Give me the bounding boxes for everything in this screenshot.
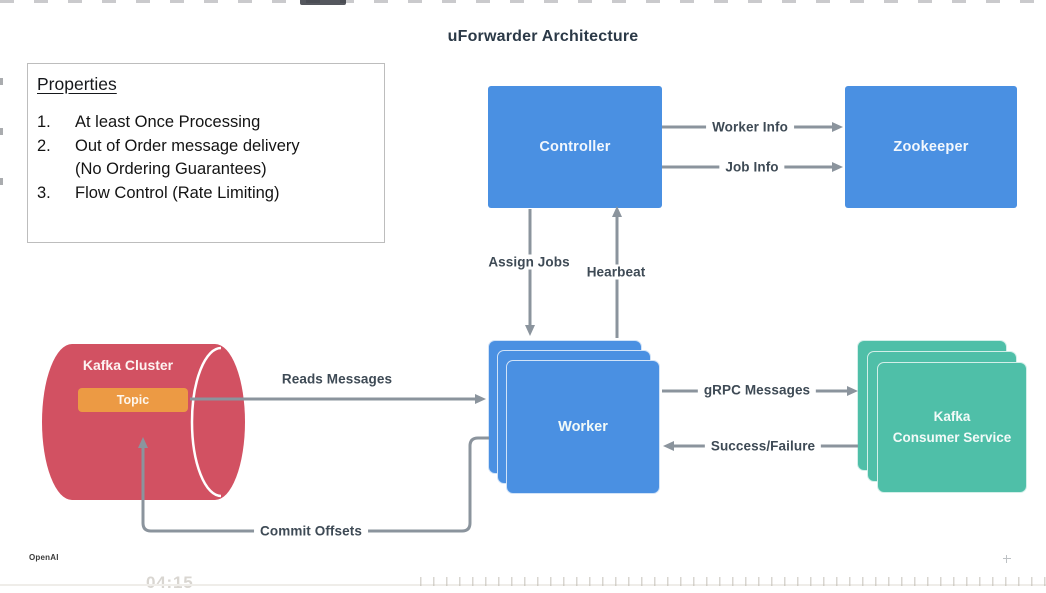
- top-edge-dark-mark: [300, 0, 346, 5]
- list-item-text: Flow Control (Rate Limiting): [75, 183, 280, 202]
- worker-node-stack: Worker: [488, 340, 662, 496]
- kafka-consumer-service-label: Kafka Consumer Service: [892, 408, 1012, 445]
- kcs-card-front: Kafka Consumer Service: [877, 362, 1027, 493]
- edge-label-worker-info: Worker Info: [706, 119, 794, 135]
- properties-heading: Properties: [37, 74, 117, 94]
- edge-label-reads-messages: Reads Messages: [275, 371, 399, 387]
- edge-label-commit-offsets: Commit Offsets: [254, 523, 368, 539]
- zookeeper-label: Zookeeper: [893, 139, 969, 155]
- edge-label-assign-jobs: Assign Jobs: [482, 254, 576, 270]
- cursor-artifact: [1003, 555, 1011, 563]
- list-item-number: 1.: [37, 113, 51, 131]
- topic-label: Topic: [116, 393, 150, 407]
- left-edge-tick: [0, 128, 3, 135]
- list-item-text: At least Once Processing: [75, 113, 261, 131]
- properties-list-item: 2. Out of Order message delivery (No Ord…: [37, 135, 374, 182]
- edge-label-grpc-messages: gRPC Messages: [697, 382, 817, 398]
- properties-list-item: 3. Flow Control (Rate Limiting): [37, 182, 374, 206]
- edge-label-success-failure: Success/Failure: [704, 438, 822, 454]
- list-item-text: Out of Order message delivery (No Orderi…: [75, 136, 300, 179]
- worker-label: Worker: [558, 419, 608, 435]
- page-title: uForwarder Architecture: [447, 28, 639, 45]
- properties-list: 1. At least Once Processing 2. Out of Or…: [37, 111, 374, 205]
- properties-panel: Properties 1. At least Once Processing 2…: [27, 63, 385, 243]
- topic-badge: Topic: [78, 388, 188, 412]
- properties-list-item: 1. At least Once Processing: [37, 111, 374, 135]
- openai-watermark: OpenAI: [29, 553, 59, 562]
- left-edge-tick: [0, 78, 3, 85]
- list-item-number: 3.: [37, 183, 51, 202]
- edge-label-heartbeat: Hearbeat: [580, 264, 652, 280]
- left-edge-tick: [0, 178, 3, 185]
- video-timestamp: 04:15: [146, 573, 194, 592]
- zookeeper-node: Zookeeper: [845, 86, 1017, 208]
- bottom-tick-marks: [420, 577, 1046, 586]
- controller-node: Controller: [488, 86, 662, 208]
- worker-card-front: Worker: [506, 360, 660, 494]
- kafka-cluster-label: Kafka Cluster: [82, 357, 174, 373]
- edge-label-job-info: Job Info: [719, 159, 785, 175]
- kafka-consumer-service-stack: Kafka Consumer Service: [857, 340, 1029, 495]
- list-item-number: 2.: [37, 136, 51, 155]
- top-edge-cropped-text: [0, 0, 1046, 3]
- controller-label: Controller: [539, 139, 611, 155]
